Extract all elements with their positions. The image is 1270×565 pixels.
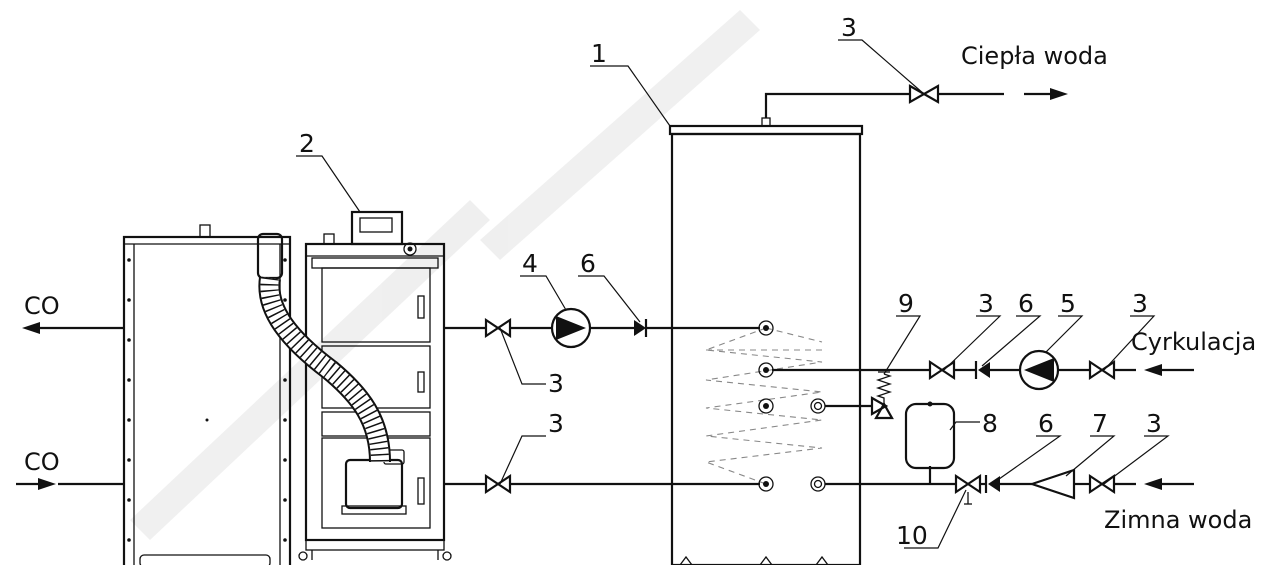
arrow-co-supply-out bbox=[22, 322, 58, 334]
arrow-cold-water-in bbox=[1144, 478, 1194, 490]
part-numbers: 1 2 3 4 6 3 3 9 3 6 5 3 8 6 7 3 10 bbox=[299, 13, 1162, 550]
pressure-reducer bbox=[1028, 468, 1076, 500]
label-1: 1 bbox=[591, 39, 607, 68]
label-cold-water: Zimna woda bbox=[1104, 506, 1252, 534]
safety-valve bbox=[870, 371, 894, 420]
arrow-hot-water-out bbox=[1024, 88, 1068, 100]
label-2: 2 bbox=[299, 129, 315, 158]
watermark bbox=[130, 10, 760, 540]
pellet-feeder-hose bbox=[256, 232, 391, 463]
label-6-boiler: 6 bbox=[580, 249, 596, 278]
hot-water-tank bbox=[668, 117, 864, 565]
label-7: 7 bbox=[1092, 409, 1108, 438]
label-3-co-supply: 3 bbox=[548, 369, 564, 398]
label-4: 4 bbox=[522, 249, 538, 278]
pellet-boiler bbox=[298, 210, 452, 561]
valve-hot-water bbox=[908, 84, 940, 104]
flow-arrows bbox=[16, 88, 1194, 490]
label-6-circulation: 6 bbox=[1018, 289, 1034, 318]
label-hot-water: Ciepła woda bbox=[961, 42, 1108, 70]
valve-circulation-a bbox=[928, 359, 956, 381]
label-circulation: Cyrkulacja bbox=[1131, 328, 1256, 356]
check-valve-cold bbox=[988, 476, 1000, 492]
expansion-vessel bbox=[904, 401, 956, 470]
leader-lines bbox=[296, 39, 1170, 549]
label-co-return: CO bbox=[24, 448, 60, 476]
pump-boiler bbox=[550, 307, 592, 349]
label-9: 9 bbox=[898, 289, 914, 318]
label-8: 8 bbox=[982, 409, 998, 438]
label-3-hot-water: 3 bbox=[841, 13, 857, 42]
pump-circulation bbox=[1018, 349, 1060, 391]
flow-labels: Ciepła woda Cyrkulacja Zimna woda CO CO bbox=[24, 42, 1256, 534]
arrow-circulation-in bbox=[1144, 364, 1194, 376]
label-3-cold: 3 bbox=[1146, 409, 1162, 438]
label-6-cold: 6 bbox=[1038, 409, 1054, 438]
label-5: 5 bbox=[1060, 289, 1076, 318]
heating-coil bbox=[705, 327, 823, 485]
valve-co-supply bbox=[484, 317, 512, 339]
valve-circulation-b bbox=[1088, 359, 1116, 381]
label-3-circulation-a: 3 bbox=[978, 289, 994, 318]
valve-co-return bbox=[484, 473, 512, 495]
label-3-circulation-b: 3 bbox=[1132, 289, 1148, 318]
arrow-co-return-in bbox=[16, 478, 56, 490]
check-valve-boiler bbox=[634, 320, 646, 336]
valve-cold-a bbox=[954, 473, 982, 495]
valve-cold-b bbox=[1088, 473, 1116, 495]
label-3-co-return: 3 bbox=[548, 409, 564, 438]
boiler-controller bbox=[350, 210, 404, 246]
label-10: 10 bbox=[896, 521, 928, 550]
label-co-supply: CO bbox=[24, 292, 60, 320]
check-valve-circulation bbox=[978, 362, 990, 378]
